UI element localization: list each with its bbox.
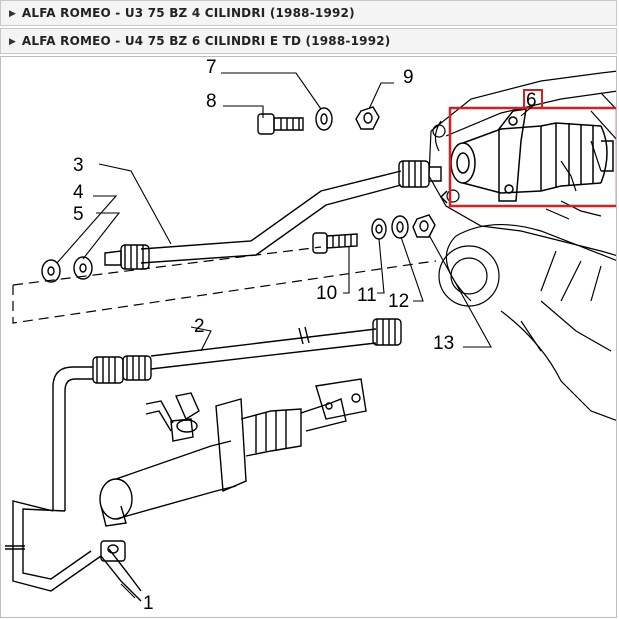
master-cylinder[interactable] (99, 378, 367, 527)
washer-part-7[interactable] (315, 107, 333, 131)
parts-diagram-svg: 1 2 3 4 5 6 7 8 9 10 11 12 13 (5, 57, 616, 614)
washer-part-12[interactable] (391, 215, 409, 239)
caret-right-icon: ▶ (9, 35, 16, 46)
pipe-part-2[interactable] (92, 318, 402, 384)
rigid-pipe-part-1[interactable] (5, 366, 142, 602)
breadcrumb-label: ALFA ROMEO - U4 75 BZ 6 CILINDRI E TD (1… (21, 34, 391, 48)
breadcrumb-list: ▶ ALFA ROMEO - U3 75 BZ 4 CILINDRI (1988… (0, 0, 617, 56)
callout-5: 5 (73, 204, 84, 225)
callout-12: 12 (388, 291, 409, 312)
callout-8: 8 (206, 91, 217, 112)
washers-part-4-5[interactable] (41, 256, 93, 283)
nut-part-9[interactable] (355, 106, 380, 130)
breadcrumb-label: ALFA ROMEO - U3 75 BZ 4 CILINDRI (1988-1… (21, 6, 355, 20)
callout-6: 6 (526, 90, 537, 111)
group-outline (12, 260, 437, 324)
nut-part-13[interactable] (412, 214, 436, 238)
callout-4: 4 (73, 182, 84, 203)
caret-right-icon: ▶ (9, 7, 16, 18)
callout-1: 1 (143, 593, 154, 614)
callout-10: 10 (316, 283, 337, 304)
breadcrumb-item-u4[interactable]: ▶ ALFA ROMEO - U4 75 BZ 6 CILINDRI E TD … (0, 28, 617, 54)
callout-2: 2 (194, 316, 205, 337)
callout-3: 3 (73, 155, 84, 176)
exploded-parts-diagram: 1 2 3 4 5 6 7 8 9 10 11 12 13 (0, 56, 617, 618)
callout-13: 13 (433, 333, 454, 354)
slave-cylinder-part-6[interactable] (439, 108, 614, 204)
bolt-part-10[interactable] (312, 232, 358, 254)
pipe-part-3[interactable] (104, 160, 442, 270)
bolt-part-8[interactable] (257, 113, 304, 135)
highlight-callout-box (523, 89, 543, 109)
leader-lines (56, 72, 535, 599)
callout-11: 11 (357, 285, 377, 306)
washer-part-11[interactable] (371, 218, 387, 240)
callout-labels: 1 2 3 4 5 6 7 8 9 10 11 12 13 (73, 57, 537, 614)
callout-9: 9 (403, 67, 414, 88)
callout-7: 7 (206, 57, 217, 78)
breadcrumb-item-u3[interactable]: ▶ ALFA ROMEO - U3 75 BZ 4 CILINDRI (1988… (0, 0, 617, 26)
